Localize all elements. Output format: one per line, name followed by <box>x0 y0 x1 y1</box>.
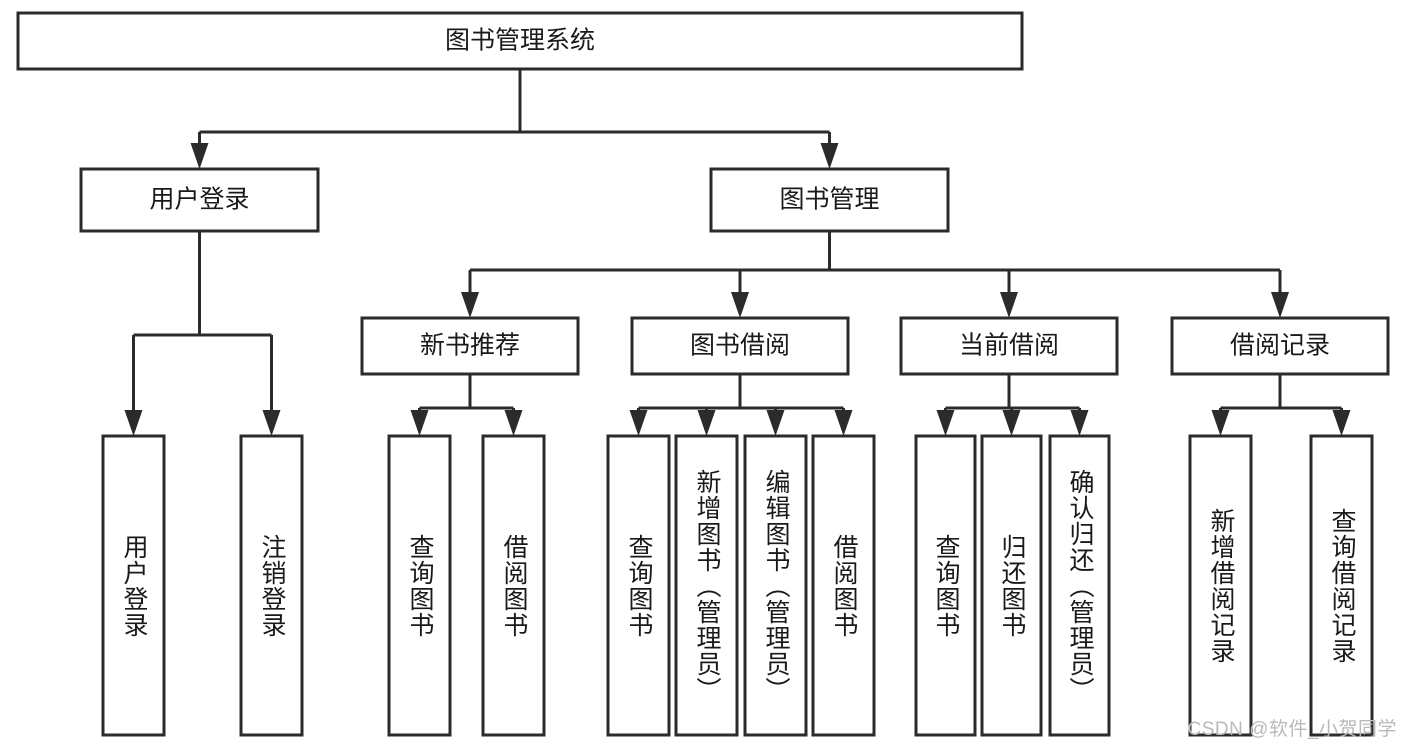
watermark-text: CSDN @软件_小贺同学 <box>1187 719 1397 740</box>
node-leaf-4-rect <box>606 434 671 737</box>
node-level3-0: 新书推荐 <box>360 316 580 376</box>
arrow-level3-0 <box>461 292 479 318</box>
node-level3-3: 借阅记录 <box>1170 316 1390 376</box>
node-level3-label-0: 新书推荐 <box>420 332 520 360</box>
node-level3-1-rect <box>630 316 850 376</box>
node-level2-0: 用户登录 <box>79 167 320 233</box>
node-leaf-12-rect <box>1309 434 1374 737</box>
arrow-record-1 <box>1332 410 1351 436</box>
node-level3-0-rect <box>360 316 580 376</box>
node-level3-1: 图书借阅 <box>630 316 850 376</box>
node-leaf-0-rect <box>101 434 166 737</box>
node-leaf-10 <box>1048 434 1111 737</box>
node-level2-label-0: 用户登录 <box>149 186 249 214</box>
arrow-level3-3 <box>1271 292 1289 318</box>
node-leaf-3 <box>481 434 546 737</box>
node-root-label: 图书管理系统 <box>445 27 595 55</box>
arrow-login-0 <box>124 410 143 436</box>
arrow-newbook-0 <box>410 410 429 436</box>
arrow-current-0 <box>936 410 955 436</box>
node-leaf-3-rect <box>481 434 546 737</box>
arrow-current-1 <box>1002 410 1021 436</box>
node-leaf-5-rect <box>674 434 739 737</box>
node-level2-1: 图书管理 <box>709 167 950 233</box>
node-level3-label-2: 当前借阅 <box>959 332 1059 360</box>
arrow-level3-2 <box>1000 292 1018 318</box>
node-level3-label-3: 借阅记录 <box>1230 332 1330 360</box>
node-leaf-1-rect <box>239 434 304 737</box>
node-leaf-2-rect <box>387 434 452 737</box>
node-leaf-7 <box>811 434 876 737</box>
node-level2-1-rect <box>709 167 950 233</box>
arrow-record-0 <box>1211 410 1230 436</box>
node-leaf-0 <box>101 434 166 737</box>
node-leaf-5 <box>674 434 739 737</box>
arrow-borrow-1 <box>697 410 716 436</box>
node-leaf-11 <box>1188 434 1253 737</box>
node-level2-0-rect <box>79 167 320 233</box>
node-leaf-6-rect <box>743 434 808 737</box>
node-root-rect <box>16 11 1024 71</box>
node-root: 图书管理系统 <box>16 11 1024 71</box>
node-leaf-9 <box>980 434 1043 737</box>
arrow-level2-1 <box>820 143 839 169</box>
node-level3-label-1: 图书借阅 <box>690 332 790 360</box>
node-leaf-8-rect <box>914 434 977 737</box>
arrow-current-2 <box>1070 410 1089 436</box>
arrow-newbook-1 <box>504 410 523 436</box>
node-leaf-4 <box>606 434 671 737</box>
node-leaf-7-rect <box>811 434 876 737</box>
arrow-login-1 <box>262 410 281 436</box>
node-leaf-1 <box>239 434 304 737</box>
arrow-level3-1 <box>731 292 749 318</box>
node-level3-2-rect <box>899 316 1119 376</box>
node-leaf-2 <box>387 434 452 737</box>
node-leaf-11-rect <box>1188 434 1253 737</box>
node-level2-label-1: 图书管理 <box>779 186 879 214</box>
node-leaf-9-rect <box>980 434 1043 737</box>
node-level3-2: 当前借阅 <box>899 316 1119 376</box>
node-leaf-12 <box>1309 434 1374 737</box>
node-leaf-8 <box>914 434 977 737</box>
arrow-level2-0 <box>190 143 209 169</box>
node-leaf-6 <box>743 434 808 737</box>
arrow-borrow-2 <box>766 410 785 436</box>
node-level3-3-rect <box>1170 316 1390 376</box>
arrow-borrow-3 <box>834 410 853 436</box>
node-leaf-10-rect <box>1048 434 1111 737</box>
arrow-borrow-0 <box>629 410 648 436</box>
